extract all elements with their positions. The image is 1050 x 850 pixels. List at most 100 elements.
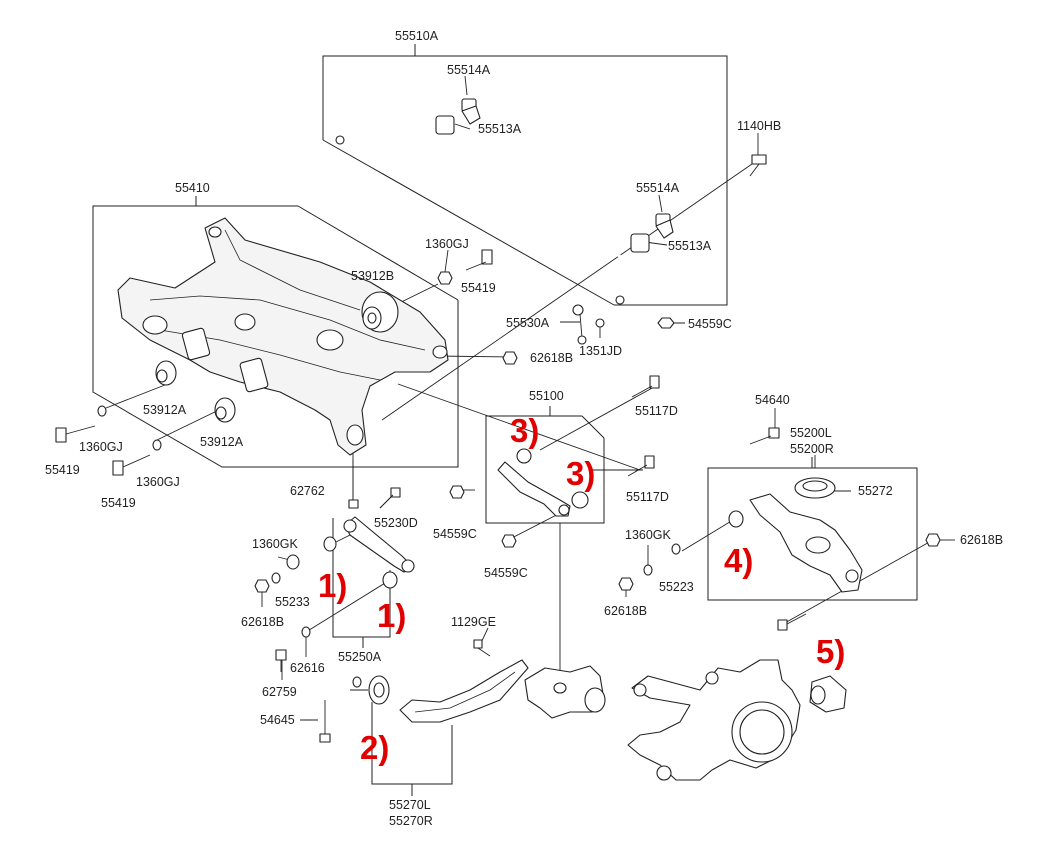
washer-62616 [301, 626, 311, 638]
part-labels: 55510A 55514A 55513A 1140HB 55514A 55513… [45, 29, 1003, 828]
bolt-55117d-mid [627, 455, 655, 477]
nut-1360gk-left [271, 572, 281, 584]
bolt-55117d-top [631, 375, 660, 398]
label-54559c-top: 54559C [688, 317, 732, 331]
label-55100: 55100 [529, 389, 564, 403]
label-62759: 62759 [262, 685, 297, 699]
washer-1360gj-left [97, 405, 107, 417]
label-54559c-low: 54559C [484, 566, 528, 580]
label-55513a-top: 55513A [478, 122, 522, 136]
washer-54645 [352, 676, 362, 688]
label-62762: 62762 [290, 484, 325, 498]
label-55530a: 55530A [506, 316, 550, 330]
label-53912a-mid: 53912A [200, 435, 244, 449]
label-55514a-top: 55514A [447, 63, 491, 77]
marker-3-left: 3) [510, 412, 539, 449]
stabilizer-link-55530a [572, 304, 675, 345]
label-62618b-low: 62618B [604, 604, 647, 618]
stabilizer-bushing-55513a-top [435, 98, 481, 135]
bolt-54645 [319, 700, 331, 743]
bushing-1a [323, 536, 337, 552]
bushing-53912a-mid [214, 397, 236, 423]
bolt-54640 [749, 427, 780, 445]
trailing-arm-55100 [497, 448, 589, 517]
nut-1360gk-right [643, 564, 653, 576]
label-62618b-mid: 62618B [530, 351, 573, 365]
nut-62618b-low [618, 577, 634, 591]
label-55513a-right: 55513A [668, 239, 712, 253]
bushing-55223 [728, 510, 744, 528]
label-53912a-left: 53912A [143, 403, 187, 417]
label-54559c-mid: 54559C [433, 527, 477, 541]
label-55419-mid: 55419 [101, 496, 136, 510]
label-55233: 55233 [275, 595, 310, 609]
nut-1360gj-top [437, 271, 453, 285]
lower-arm-55270 [368, 659, 529, 723]
bushing-5 [809, 675, 847, 713]
bolt-55230d [379, 487, 401, 509]
nut-54559c-mid [449, 485, 465, 499]
label-55272: 55272 [858, 484, 893, 498]
bolt-62762 [348, 460, 359, 509]
label-1360gk-left: 1360GK [252, 537, 299, 551]
label-55117d-mid: 55117D [626, 490, 669, 504]
label-62618b-right: 62618B [960, 533, 1003, 547]
rear-crossmember-55410 [117, 217, 449, 456]
bushing-53912a-left [155, 360, 177, 386]
marker-1-right: 1) [377, 597, 406, 634]
bolt-55419-top [465, 249, 493, 271]
label-53912b: 53912B [351, 269, 394, 283]
label-55200l: 55200L [790, 426, 832, 440]
marker-2: 2) [360, 729, 389, 766]
label-55250a: 55250A [338, 650, 382, 664]
stabilizer-bushing-55513a-right [630, 213, 674, 253]
marker-4: 4) [724, 542, 753, 579]
nut-54559c-low [501, 534, 517, 548]
stabilizer-bar [335, 125, 637, 305]
label-54645: 54645 [260, 713, 295, 727]
spring-seat-55272 [794, 477, 836, 499]
nut-62618b-left [254, 579, 270, 593]
marker-1-left: 1) [318, 567, 347, 604]
bushing-53912b [361, 291, 399, 333]
label-1129ge: 1129GE [451, 615, 496, 629]
label-62618b-left: 62618B [241, 615, 284, 629]
label-62616: 62616 [290, 661, 325, 675]
label-55419-top: 55419 [461, 281, 496, 295]
label-1360gk-right: 1360GK [625, 528, 672, 542]
label-55270l: 55270L [389, 798, 431, 812]
label-55117d-top: 55117D [635, 404, 678, 418]
label-55514a-right: 55514A [636, 181, 680, 195]
lower-arm-55200 [749, 493, 863, 593]
label-1360gj-mid: 1360GJ [136, 475, 180, 489]
hub-carrier-small [524, 665, 606, 719]
bolt-lower-arm-bottom [777, 613, 807, 631]
bushing-1b [382, 571, 398, 589]
bolt-1129ge [473, 639, 491, 657]
label-1351jd: 1351JD [579, 344, 622, 358]
bolt-62759 [275, 649, 287, 672]
label-55270r: 55270R [389, 814, 433, 828]
label-55200r: 55200R [790, 442, 834, 456]
label-1140hb: 1140HB [737, 119, 781, 133]
lateral-arm-55250a [343, 516, 415, 573]
marker-3-right: 3) [566, 455, 595, 492]
label-55510a: 55510A [395, 29, 439, 43]
group-brackets [92, 44, 918, 796]
red-markers: 1) 1) 2) 3) 3) 4) 5) [318, 412, 845, 766]
bolt-1140hb [749, 154, 767, 177]
label-55410: 55410 [175, 181, 210, 195]
label-54640: 54640 [755, 393, 790, 407]
rear-knuckle-assembly [627, 659, 801, 781]
marker-5: 5) [816, 633, 845, 670]
nut-62618b-right [925, 533, 941, 547]
label-1360gj-left: 1360GJ [79, 440, 123, 454]
nut-62618b-mid [502, 351, 518, 365]
washer-55233 [286, 554, 300, 570]
washer-1360gj-mid [152, 439, 162, 451]
label-55223: 55223 [659, 580, 694, 594]
bolt-55419-mid [112, 454, 151, 476]
label-55419-left: 55419 [45, 463, 80, 477]
washer-55223 [671, 543, 681, 555]
